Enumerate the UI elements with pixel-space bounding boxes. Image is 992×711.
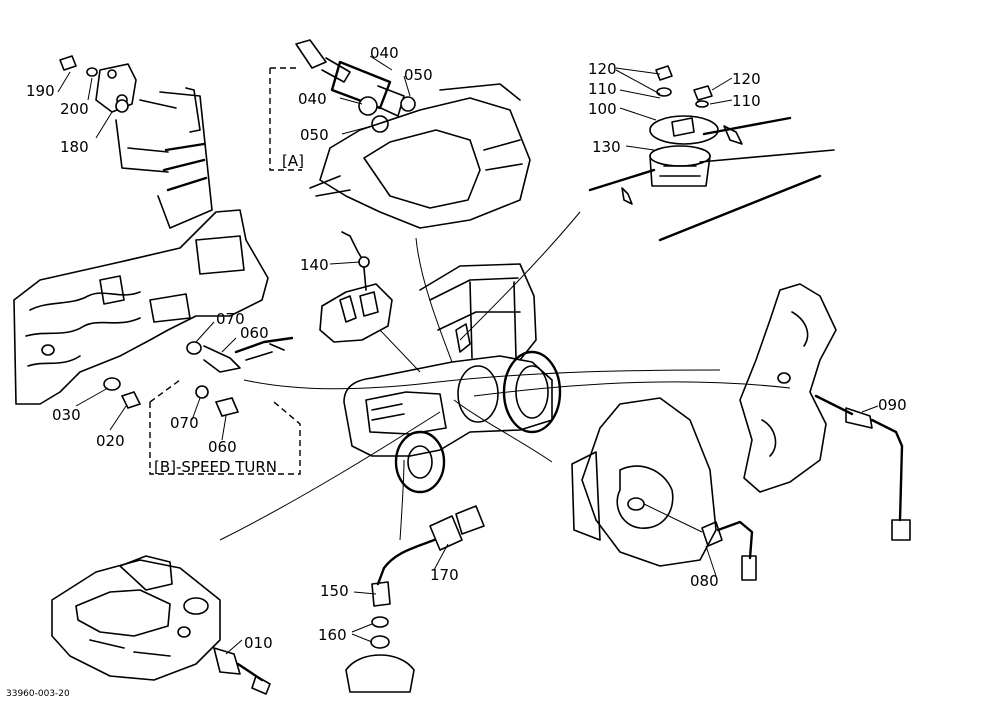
housing-080-assembly (571, 397, 757, 581)
callout-100: 100 (588, 100, 617, 118)
callout-120-left: 120 (588, 60, 617, 78)
callout-010: 010 (244, 634, 273, 652)
callout-020: 020 (96, 432, 125, 450)
engine-side-assembly (13, 209, 294, 417)
callout-040-top: 040 (370, 44, 399, 62)
callout-060-bottom: 060 (208, 438, 237, 456)
callout-070-bottom: 070 (170, 414, 199, 432)
callout-200: 200 (60, 100, 89, 118)
bracket-assembly (59, 55, 213, 229)
callout-180: 180 (60, 138, 89, 156)
callout-labels: 190 200 180 040 050 040 050 [A] 120 120 … (6, 44, 907, 699)
callout-050-left: 050 (300, 126, 329, 144)
callout-140: 140 (300, 256, 329, 274)
sensor-090-assembly (739, 283, 911, 541)
callout-040-left: 040 (298, 90, 327, 108)
callout-090: 090 (878, 396, 907, 414)
callout-leaders (57, 55, 879, 655)
callout-130: 130 (592, 138, 621, 156)
sender-assembly (345, 505, 485, 693)
callout-150: 150 (320, 582, 349, 600)
callout-frame-b-speed-turn: [B]-SPEED TURN (154, 458, 277, 476)
tractor-body (319, 231, 562, 494)
callout-050-top: 050 (404, 66, 433, 84)
callout-070-top: 070 (216, 310, 245, 328)
callout-030: 030 (52, 406, 81, 424)
stack-assembly (588, 65, 835, 242)
callout-170: 170 (430, 566, 459, 584)
callout-190: 190 (26, 82, 55, 100)
figure-code: 33960-003-20 (6, 689, 70, 699)
callout-060-top: 060 (240, 324, 269, 342)
callout-110-left: 110 (588, 80, 617, 98)
callout-frame-a: [A] (282, 152, 304, 170)
speed-turn-frame (149, 379, 301, 475)
callout-160: 160 (318, 626, 347, 644)
callout-080: 080 (690, 572, 719, 590)
callout-110-right: 110 (732, 92, 761, 110)
routing-lines (219, 211, 791, 541)
sensor-assembly-a (269, 39, 531, 229)
callout-120-right: 120 (732, 70, 761, 88)
valve-block-010 (51, 555, 271, 695)
